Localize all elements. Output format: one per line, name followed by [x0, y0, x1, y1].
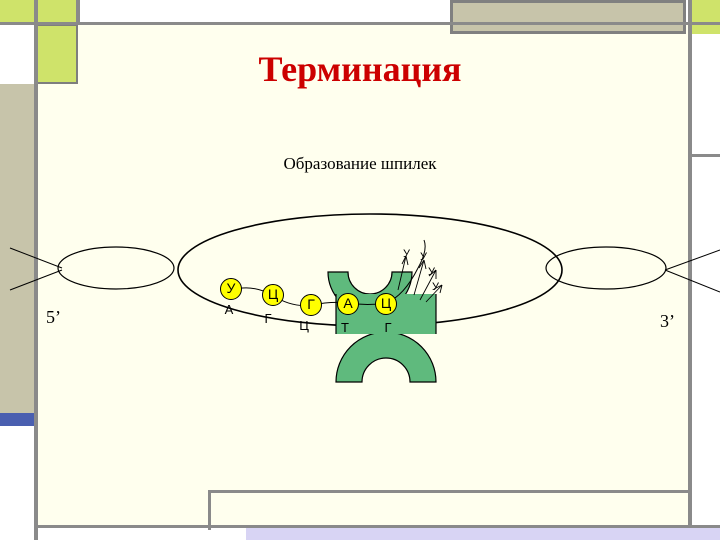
rna-nucleotide: А — [337, 293, 359, 315]
frame-line-top-horizontal — [0, 22, 720, 25]
five-prime-label: 5’ — [46, 307, 61, 327]
dna-strand-left-lower — [9, 269, 63, 291]
dna-nucleotide: Г — [384, 320, 392, 335]
dna-nucleotide: Г — [264, 311, 272, 326]
hairpin-loop-nucleotide: У — [428, 266, 435, 278]
frame-line-bottom-horizontal — [36, 525, 720, 528]
hairpin-loop-nucleotide: У — [403, 248, 410, 260]
dna-nucleotide: Т — [341, 320, 349, 335]
dna-nucleotide: А — [224, 302, 234, 317]
rna-nucleotide: Г — [300, 294, 322, 316]
hairpin-loop-nucleotide: У — [432, 281, 439, 293]
top-left-green-block — [0, 0, 78, 24]
slide-title: Терминация — [258, 49, 462, 89]
rna-nucleotide: Ц — [375, 293, 397, 315]
rna-nucleotide: У — [220, 278, 242, 300]
dna-strand-right-lower — [664, 269, 720, 293]
left-olive-bar — [0, 84, 36, 414]
dna-strand-right-upper — [664, 249, 720, 271]
dna-bubble-right — [545, 246, 667, 290]
frame-line-left-vertical — [34, 0, 38, 540]
hairpin-loop-nucleotide: У — [420, 251, 427, 263]
top-right-green-strip — [688, 0, 720, 34]
slide-subtitle: Образование шпилек — [283, 154, 437, 173]
frame-line-right-short — [690, 154, 720, 157]
slide-background — [36, 24, 690, 528]
frame-line-right-vertical — [688, 0, 692, 528]
hairpin-lower-arc — [335, 331, 437, 383]
top-right-olive-frame — [450, 0, 686, 34]
dna-nucleotide: Ц — [299, 318, 309, 333]
left-blue-stripe — [0, 413, 36, 426]
three-prime-label: 3’ — [660, 311, 675, 331]
rna-nucleotide: Ц — [262, 284, 284, 306]
bottom-inner-frame — [208, 490, 690, 530]
dna-strand-left-upper — [9, 247, 63, 269]
bottom-lavender-bar — [246, 526, 720, 540]
frame-line-top-short — [76, 0, 80, 24]
dna-bubble-left — [57, 246, 175, 290]
